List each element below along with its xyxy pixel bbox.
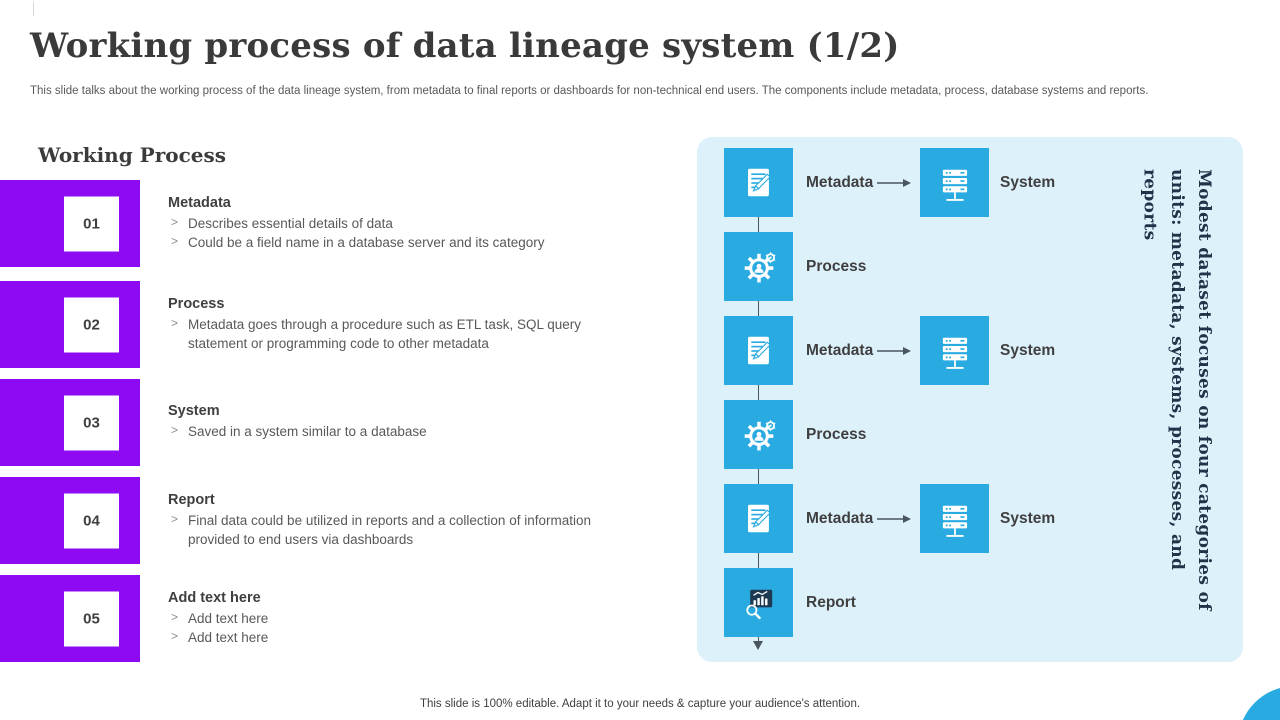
step-bullet: Saved in a system similar to a database <box>168 422 600 441</box>
step-title: Report <box>168 491 215 508</box>
step-title: System <box>168 403 220 420</box>
step-text: Add text here Add text here Add text her… <box>168 590 628 647</box>
step-title: Metadata <box>168 194 231 211</box>
step-bullet: Could be a field name in a database serv… <box>168 233 600 252</box>
flow-row-report: Report <box>724 568 876 637</box>
flow-label: Metadata <box>806 173 874 191</box>
step-number: 03 <box>64 395 119 450</box>
process-item-03: 03 System Saved in a system similar to a… <box>0 379 628 466</box>
step-number: 05 <box>64 591 119 646</box>
flow-label: Process <box>806 257 867 275</box>
decorative-tick <box>33 2 34 16</box>
document-edit-icon <box>724 484 793 553</box>
purple-block: 01 <box>0 180 140 267</box>
server-icon <box>920 484 989 553</box>
report-analysis-icon <box>724 568 793 637</box>
down-arrow-icon <box>753 641 763 650</box>
purple-block: 02 <box>0 281 140 368</box>
step-bullet: Metadata goes through a procedure such a… <box>168 315 600 353</box>
purple-block: 04 <box>0 477 140 564</box>
right-arrow-icon <box>877 514 911 523</box>
process-item-04: 04 Report Final data could be utilized i… <box>0 477 628 564</box>
flow-row-metadata-1: Metadata System <box>724 148 1055 217</box>
page-title: Working process of data lineage system (… <box>30 26 900 66</box>
step-text: System Saved in a system similar to a da… <box>168 403 628 441</box>
server-icon <box>920 316 989 385</box>
process-item-02: 02 Process Metadata goes through a proce… <box>0 281 628 368</box>
slide-subtitle: This slide talks about the working proce… <box>30 85 1149 97</box>
process-item-01: 01 Metadata Describes essential details … <box>0 180 628 267</box>
purple-block: 05 <box>0 575 140 662</box>
flow-row-process-2: Process <box>724 400 876 469</box>
panel-caption-wrap: Modest dataset focuses on four categorie… <box>1135 137 1217 662</box>
slide-footer-note: This slide is 100% editable. Adapt it to… <box>419 698 861 710</box>
user-gear-icon <box>724 232 793 301</box>
document-edit-icon <box>724 148 793 217</box>
step-title: Process <box>168 295 225 312</box>
diagram-panel: Metadata System Process Metadata Syste <box>697 137 1243 662</box>
step-number: 04 <box>64 493 119 548</box>
flow-label: System <box>1000 173 1056 191</box>
flow-label: System <box>1000 341 1056 359</box>
user-gear-icon <box>724 400 793 469</box>
working-process-heading: Working Process <box>38 143 226 167</box>
flow-row-metadata-2: Metadata System <box>724 316 1055 385</box>
process-item-05: 05 Add text here Add text here Add text … <box>0 575 628 662</box>
step-bullet: Describes essential details of data <box>168 214 600 233</box>
flow-label: Report <box>806 593 856 611</box>
step-number: 01 <box>64 196 119 251</box>
flow-label: Metadata <box>806 341 874 359</box>
step-title: Add text here <box>168 589 261 606</box>
server-icon <box>920 148 989 217</box>
step-text: Process Metadata goes through a procedur… <box>168 296 628 353</box>
flow-row-process-1: Process <box>724 232 876 301</box>
step-bullet: Final data could be utilized in reports … <box>168 511 600 549</box>
step-bullet: Add text here <box>168 609 600 628</box>
right-arrow-icon <box>877 178 911 187</box>
step-text: Metadata Describes essential details of … <box>168 195 628 252</box>
right-arrow-icon <box>877 346 911 355</box>
step-number: 02 <box>64 297 119 352</box>
document-edit-icon <box>724 316 793 385</box>
flow-label: Metadata <box>806 509 874 527</box>
flow-row-metadata-3: Metadata System <box>724 484 1055 553</box>
panel-caption: Modest dataset focuses on four categorie… <box>1139 168 1214 611</box>
step-bullet: Add text here <box>168 628 600 647</box>
purple-block: 03 <box>0 379 140 466</box>
flow-label: Process <box>806 425 867 443</box>
flow-label: System <box>1000 509 1056 527</box>
step-text: Report Final data could be utilized in r… <box>168 492 628 549</box>
